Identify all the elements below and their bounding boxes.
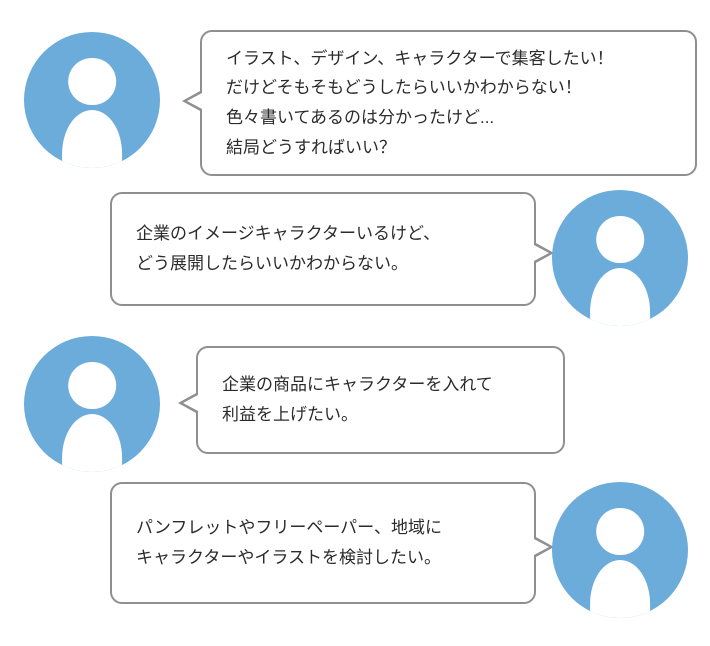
speech-bubble-text: イラスト、デザイン、キャラクターで集客したい！ だけどそもそもどうしたらいいかわ… xyxy=(226,48,614,157)
person-icon xyxy=(552,190,688,326)
speech-bubble: イラスト、デザイン、キャラクターで集客したい！ だけどそもそもどうしたらいいかわ… xyxy=(182,30,697,176)
person-body-shape xyxy=(62,109,122,168)
person-head-shape xyxy=(596,507,644,556)
person-body-shape xyxy=(62,413,122,472)
person-head-shape xyxy=(68,57,116,106)
person-body-shape xyxy=(590,559,650,618)
speech-bubble: 企業のイメージキャラクターいるけど、 どう展開したらいいかわからない。 xyxy=(110,192,554,306)
speech-bubble-text: 企業のイメージキャラクターいるけど、 どう展開したらいいかわからない。 xyxy=(136,224,441,273)
speech-bubble: 企業の商品にキャラクターを入れて 利益を上げたい。 xyxy=(178,346,565,454)
speech-bubble-text: パンフレットやフリーペーパー、地域に キャラクターやイラストを検討したい。 xyxy=(136,518,442,567)
speech-bubble-text: 企業の商品にキャラクターを入れて 利益を上げたい。 xyxy=(222,375,493,424)
person-icon xyxy=(24,336,160,472)
person-icon xyxy=(552,482,688,618)
person-body-shape xyxy=(590,267,650,326)
person-head-shape xyxy=(68,361,116,410)
speech-bubble: パンフレットやフリーペーパー、地域に キャラクターやイラストを検討したい。 xyxy=(110,482,554,604)
person-icon xyxy=(24,32,160,168)
person-head-shape xyxy=(596,215,644,264)
